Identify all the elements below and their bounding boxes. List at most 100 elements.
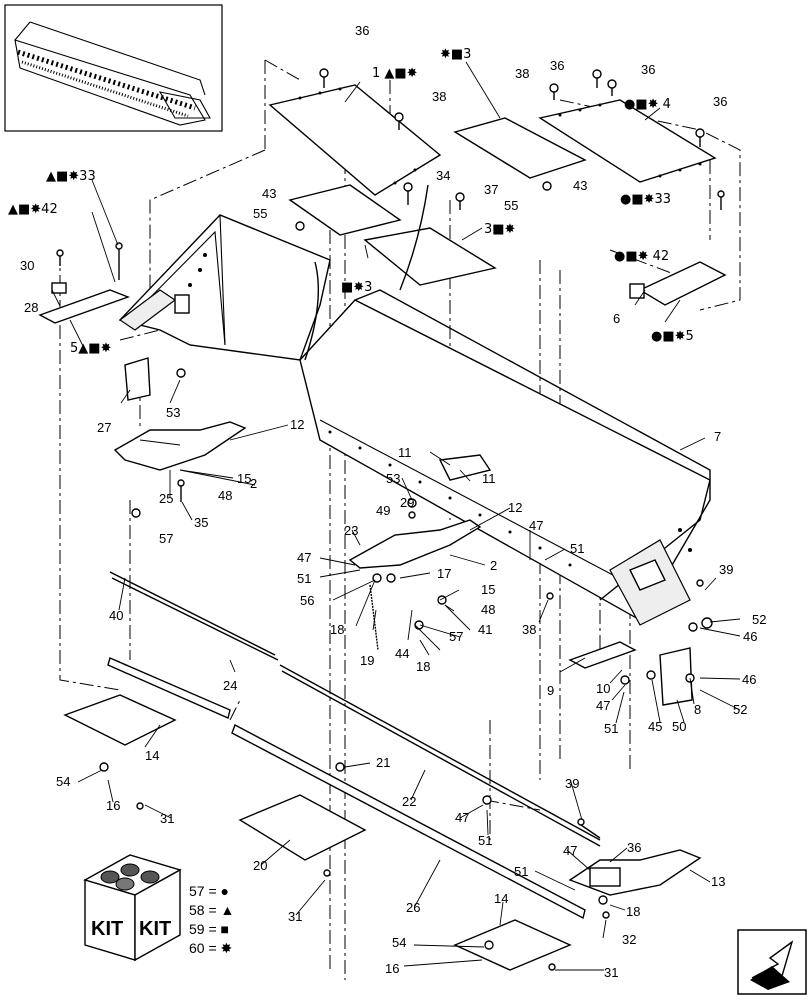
callout-55: 55 [253,206,267,221]
guard-plate-14-left[interactable] [63,694,177,746]
callout-39: 39 [565,776,579,791]
callout-52: 52 [733,702,747,717]
cover-panel-3-right[interactable] [363,227,497,286]
callout-47: 47 [455,810,469,825]
callout-3: ✸■3 [440,47,471,62]
callout-53: 53 [386,471,400,486]
plate-27[interactable] [124,357,151,401]
skid-shoe-mid[interactable] [348,519,482,569]
shield-9[interactable] [568,641,637,669]
callout-25: 25 [159,491,173,506]
kit-box-icon: KIT KIT [83,854,182,962]
callout-54: 54 [56,774,70,789]
callout-37: 37 [484,182,498,197]
callout-36: 36 [713,94,727,109]
callout-42: ▲■✸42 [8,202,58,217]
callout-31: 31 [288,909,302,924]
callout-38: 38 [432,89,446,104]
callout-11: 11 [482,471,496,486]
callout-29: 29 [400,495,414,510]
cutter-bar-26[interactable] [231,724,586,920]
callout-36: 36 [641,62,655,77]
guard-plate-20[interactable] [238,794,367,861]
callout-labels: 36 1 ▲■✸ ✸■3 38 36 36 38 ●■✸ 4 36 ▲■✸33 … [8,23,766,980]
skid-shoe-right-13[interactable] [568,849,702,896]
callout-4: ●■✸ 4 [624,97,671,112]
callout-33: ▲■✸33 [46,169,96,184]
callout-47: 47 [596,698,610,713]
callout-47: 47 [529,518,543,533]
callout-27: 27 [97,420,111,435]
main-header-tube-7[interactable] [299,289,711,626]
callout-3: ■✸3 [341,280,372,295]
skid-shoe-left[interactable] [113,421,247,471]
callout-51: 51 [297,571,311,586]
navigate-arrow-icon[interactable] [737,929,807,995]
callout-24: 24 [223,678,237,693]
callout-5: ●■✸5 [651,329,694,344]
callout-11: 11 [398,445,412,460]
left-end-frame[interactable] [118,214,331,361]
callout-18: 18 [416,659,430,674]
plate-8[interactable] [659,647,693,706]
spring-19[interactable] [369,584,379,651]
callout-33: ●■✸33 [620,192,671,207]
callout-53: 53 [166,405,180,420]
callout-55: 55 [504,198,518,213]
callout-43: 43 [573,178,587,193]
callout-32: 32 [622,932,636,947]
callout-57: 57 [449,629,463,644]
bracket-11[interactable] [438,454,492,481]
rod-24[interactable] [109,571,279,661]
callout-51: 51 [604,721,618,736]
cover-panel-4[interactable] [538,99,717,183]
callout-45: 45 [648,719,662,734]
callout-15: 15 [481,582,495,597]
callout-14: 14 [145,748,159,763]
callout-41: 41 [478,622,492,637]
callout-51: 51 [478,833,492,848]
break-line-right [399,184,429,291]
callout-15: 15 [237,471,251,486]
callout-7: 7 [714,429,721,444]
callout-18: 18 [330,622,344,637]
callout-44: 44 [395,646,409,661]
guard-plate-14-right[interactable] [453,919,572,971]
cutter-bar-upper[interactable] [107,657,231,719]
break-line-left [304,261,320,361]
cover-panel-1[interactable] [268,84,442,196]
callout-13: 13 [711,874,725,889]
cover-panel-3-mid[interactable] [288,184,402,236]
kit-label-right: KIT [139,918,171,940]
callout-20: 20 [253,858,267,873]
kit-legend: 57 = ● 58 = ▲ 59 = ■ 60 = ✸ [189,883,234,956]
callout-9: 9 [547,683,554,698]
callout-16: 16 [385,961,399,976]
callout-56: 56 [300,593,314,608]
callout-12: 12 [508,500,522,515]
callout-46: 46 [742,672,756,687]
callout-17: 17 [437,566,451,581]
callout-38: 38 [515,66,529,81]
callout-3: 3■✸ [484,222,516,237]
callout-2: 2 [250,476,257,491]
callout-23: 23 [344,523,358,538]
right-bracket-5[interactable] [629,261,727,306]
cover-panel-3-top[interactable] [453,117,587,179]
callout-31: 31 [604,965,618,980]
callout-39: 39 [719,562,733,577]
callout-12: 12 [290,417,304,432]
callout-48: 48 [481,602,495,617]
left-bracket-5[interactable] [38,282,131,324]
callout-35: 35 [194,515,208,530]
callout-28: 28 [24,300,38,315]
callout-51: 51 [514,864,528,879]
callout-48: 48 [218,488,232,503]
callout-36: 36 [355,23,369,38]
callout-52: 52 [752,612,766,627]
callout-30: 30 [20,258,34,273]
callout-8: 8 [694,702,701,717]
rod-22[interactable] [279,664,601,847]
